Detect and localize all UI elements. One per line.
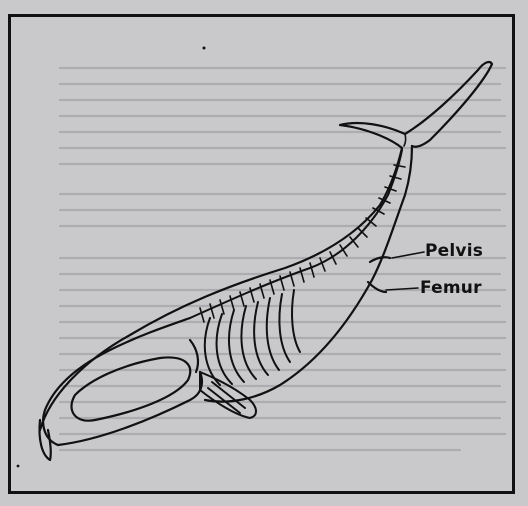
vertebrae: [200, 165, 405, 322]
pelvis-leader-line: [392, 252, 424, 258]
spine: [190, 150, 402, 318]
tail-fluke: [340, 62, 492, 148]
femur-bone: [368, 282, 386, 292]
whale-body-outline: [40, 148, 402, 430]
femur-leader-line: [386, 288, 418, 290]
whale-belly-outline: [205, 146, 412, 402]
pelvis-label: Pelvis: [425, 241, 483, 261]
femur-label: Femur: [420, 278, 482, 298]
